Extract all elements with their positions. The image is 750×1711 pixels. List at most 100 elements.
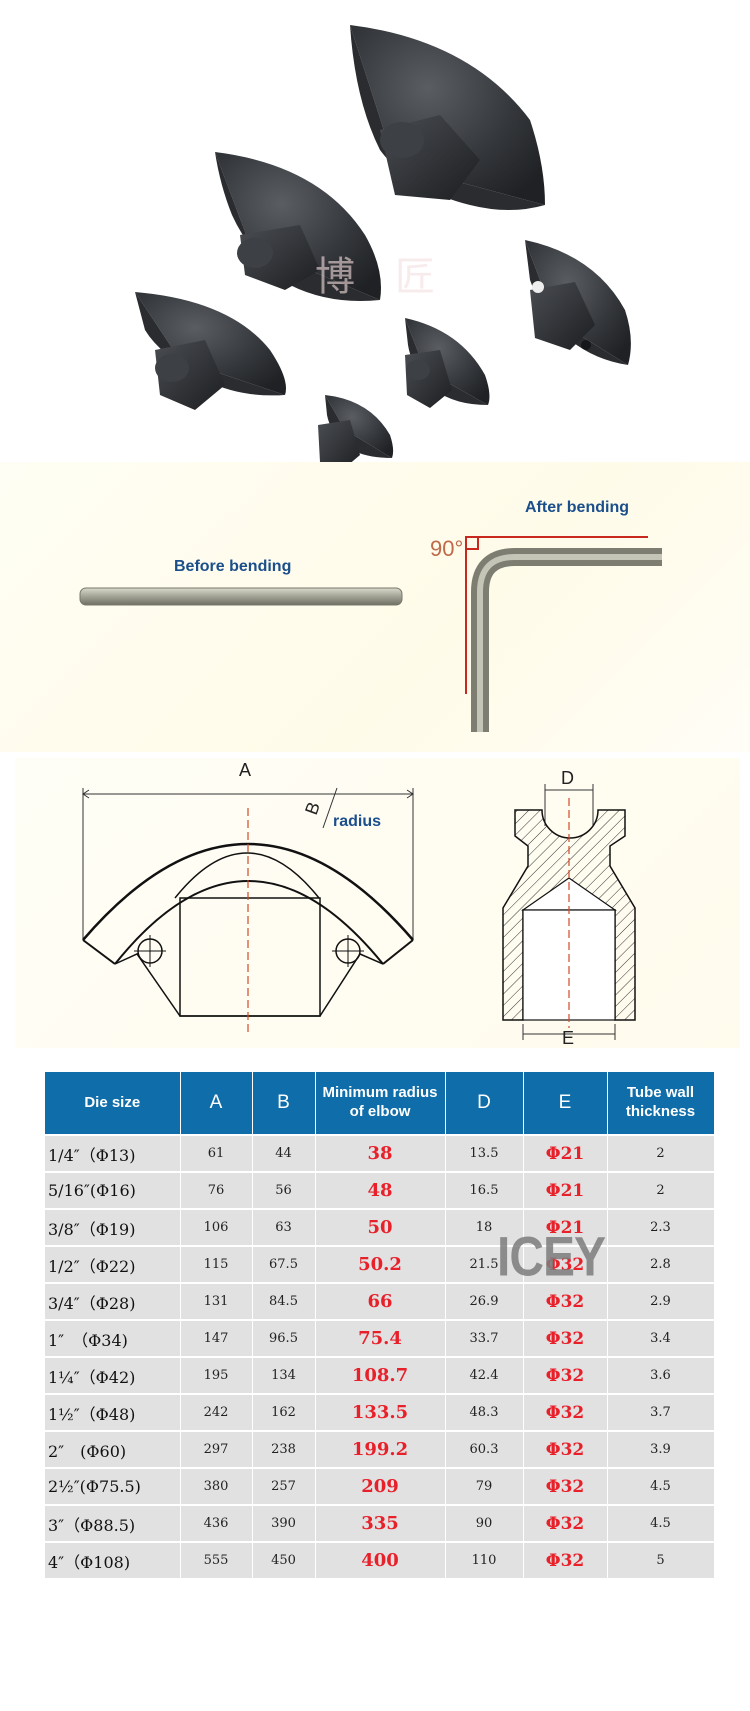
cell-a: 106 (180, 1208, 253, 1246)
header-die-size: Die size (45, 1072, 181, 1135)
cell-e: Φ32 (523, 1319, 608, 1357)
radius-label: radius (333, 813, 382, 830)
cell-d: 16.5 (445, 1171, 524, 1209)
cell-d: 110 (445, 1541, 524, 1578)
after-bending-label: After bending (525, 499, 629, 516)
cell-wall: 3.4 (607, 1319, 715, 1357)
die-front-view (82, 787, 414, 1036)
product-photo: 博 匠 (0, 0, 750, 472)
cell-a: 147 (180, 1319, 253, 1357)
cell-die-size: 1/4″（Φ13) (45, 1134, 181, 1172)
cell-b: 44 (252, 1134, 316, 1172)
bent-pipe (471, 548, 662, 732)
cell-die-size: 3/4″（Φ28) (45, 1282, 181, 1320)
die-small (405, 318, 490, 408)
cell-b: 63 (252, 1208, 316, 1246)
cell-wall: 2.8 (607, 1245, 715, 1283)
bending-graphic (79, 536, 662, 732)
cell-a: 76 (180, 1171, 253, 1209)
cell-b: 257 (252, 1467, 316, 1505)
cell-d: 33.7 (445, 1319, 524, 1357)
cell-min-radius: 66 (315, 1282, 446, 1320)
table-header-row: Die size A B Minimum radius of elbow D E… (45, 1072, 715, 1135)
cell-b: 56 (252, 1171, 316, 1209)
cell-wall: 2.9 (607, 1282, 715, 1320)
cell-wall: 5 (607, 1541, 715, 1578)
header-wall-thickness: Tube wall thickness (607, 1072, 715, 1135)
cell-d: 90 (445, 1504, 524, 1542)
header-d: D (445, 1072, 524, 1135)
cell-min-radius: 108.7 (315, 1356, 446, 1394)
icey-watermark: ICEY (497, 1227, 606, 1288)
cell-a: 436 (180, 1504, 253, 1542)
cell-b: 84.5 (252, 1282, 316, 1320)
cell-a: 131 (180, 1282, 253, 1320)
cell-wall: 2 (607, 1134, 715, 1172)
cell-e: Φ32 (523, 1356, 608, 1394)
cell-min-radius: 48 (315, 1171, 446, 1209)
die-smallest (318, 395, 394, 472)
cell-min-radius: 133.5 (315, 1393, 446, 1431)
cell-die-size: 5/16″(Φ16) (45, 1171, 181, 1209)
dimension-e-label: E (562, 1028, 575, 1048)
cell-e: Φ21 (523, 1134, 608, 1172)
cell-d: 26.9 (445, 1282, 524, 1320)
cell-min-radius: 50.2 (315, 1245, 446, 1283)
straight-pipe (79, 587, 403, 606)
before-bending-label: Before bending (174, 558, 292, 575)
header-a: A (180, 1072, 253, 1135)
cell-wall: 4.5 (607, 1467, 715, 1505)
cell-wall: 3.7 (607, 1393, 715, 1431)
cell-b: 390 (252, 1504, 316, 1542)
technical-drawing: A B radius D E (15, 758, 740, 1048)
cell-a: 380 (180, 1467, 253, 1505)
faint-watermark-glyph: 博 匠 (315, 254, 435, 300)
cell-d: 21.5 (445, 1245, 524, 1283)
cell-a: 555 (180, 1541, 253, 1578)
dimension-d-label: D (561, 768, 574, 788)
cell-wall: 2 (607, 1171, 715, 1209)
cell-min-radius: 335 (315, 1504, 446, 1542)
cell-d: 18 (445, 1208, 524, 1246)
die-medium-right (525, 240, 631, 365)
cell-die-size: 1″ （Φ34) (45, 1319, 181, 1357)
cell-d: 60.3 (445, 1430, 524, 1468)
cell-min-radius: 75.4 (315, 1319, 446, 1357)
cell-e: Φ32 (523, 1467, 608, 1505)
cell-die-size: 3″（Φ88.5) (45, 1504, 181, 1542)
cell-die-size: 1/2″（Φ22) (45, 1245, 181, 1283)
cell-d: 48.3 (445, 1393, 524, 1431)
cell-a: 115 (180, 1245, 253, 1283)
cell-a: 242 (180, 1393, 253, 1431)
die-large (350, 25, 545, 210)
cell-e: Φ32 (523, 1282, 608, 1320)
cell-a: 195 (180, 1356, 253, 1394)
cell-a: 297 (180, 1430, 253, 1468)
cell-e: Φ32 (523, 1541, 608, 1578)
cell-a: 61 (180, 1134, 253, 1172)
cell-wall: 2.3 (607, 1208, 715, 1246)
header-min-radius: Minimum radius of elbow (315, 1072, 446, 1135)
cell-die-size: 3/8″（Φ19) (45, 1208, 181, 1246)
cell-die-size: 1¼″（Φ42) (45, 1356, 181, 1394)
cell-b: 96.5 (252, 1319, 316, 1357)
header-b: B (252, 1072, 316, 1135)
cell-die-size: 4″（Φ108) (45, 1541, 181, 1578)
header-e: E (523, 1072, 608, 1135)
cell-min-radius: 199.2 (315, 1430, 446, 1468)
cell-die-size: 1½″（Φ48) (45, 1393, 181, 1431)
cell-wall: 3.9 (607, 1430, 715, 1468)
cell-min-radius: 38 (315, 1134, 446, 1172)
dimension-a-label: A (239, 760, 252, 780)
bending-dies-image: 博 匠 (135, 25, 631, 472)
die-medium-left (135, 292, 286, 410)
